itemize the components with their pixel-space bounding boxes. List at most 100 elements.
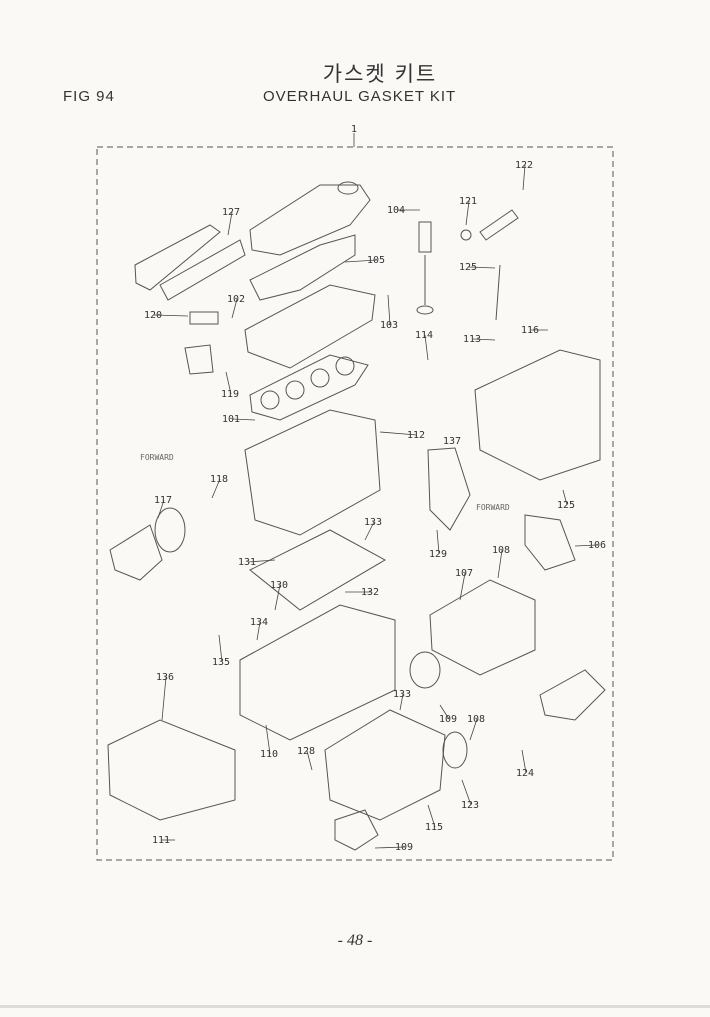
figure-number: FIG 94 — [63, 88, 115, 105]
part-label-102: 102 — [227, 294, 245, 305]
leader-line — [387, 294, 391, 326]
rear-plate-gasket — [524, 514, 576, 571]
cylinder-block-right — [474, 349, 601, 481]
part-label-107: 107 — [455, 568, 473, 579]
leader-line — [211, 478, 221, 499]
o-ring — [442, 731, 468, 769]
cylinder-block-left — [244, 409, 381, 536]
page-number: - 48 - — [337, 932, 373, 949]
part-label-101: 101 — [222, 414, 240, 425]
thermostat-housing — [184, 311, 219, 375]
leader-line — [574, 544, 599, 547]
part-label-123: 123 — [461, 800, 479, 811]
oil-pan-lower — [107, 719, 236, 821]
part-label-129: 129 — [429, 549, 447, 560]
part-label-111: 111 — [152, 835, 170, 846]
oil-pump-cover — [409, 651, 441, 689]
forward-label-left: FORWARD — [140, 453, 174, 462]
part-label-113: 113 — [463, 334, 481, 345]
valve — [416, 221, 434, 315]
injection-pipe — [495, 264, 501, 321]
part-label-112: 112 — [407, 430, 425, 441]
oil-pan-upper — [239, 604, 396, 741]
part-label-120: 120 — [144, 310, 162, 321]
leader-line — [274, 584, 281, 611]
part-label-110: 110 — [260, 749, 278, 760]
head-gasket — [249, 354, 369, 421]
part-label-133: 133 — [364, 517, 382, 528]
leader-line — [218, 634, 223, 663]
leader-line — [306, 750, 313, 771]
leader-line — [562, 489, 568, 506]
part-label-134: 134 — [250, 617, 268, 628]
part-label-117: 117 — [154, 495, 172, 506]
part-label-131: 131 — [238, 557, 256, 568]
part-label-104: 104 — [387, 205, 405, 216]
leader-line — [497, 549, 503, 579]
part-label-125: 125 — [459, 262, 477, 273]
leader-line — [364, 521, 375, 541]
part-label-109: 109 — [439, 714, 457, 725]
timing-gear-case — [429, 579, 536, 676]
leader-line — [379, 431, 418, 436]
leader-line — [157, 499, 165, 519]
part-label-124: 124 — [516, 768, 534, 779]
part-label-122: 122 — [515, 160, 533, 171]
leader-line — [436, 529, 440, 555]
leader-line — [231, 418, 256, 421]
assembly-label: 1 — [351, 124, 357, 135]
water-pump-gasket — [154, 507, 186, 553]
flywheel-housing-gasket — [427, 447, 471, 531]
forward-label-right: FORWARD — [476, 503, 510, 512]
part-label-130: 130 — [270, 580, 288, 591]
water-pump — [109, 524, 163, 581]
part-label-127: 127 — [222, 207, 240, 218]
part-label-108: 108 — [467, 714, 485, 725]
injection-pump — [539, 669, 606, 721]
part-label-136: 136 — [156, 672, 174, 683]
leader-line — [459, 572, 466, 601]
leader-line — [153, 314, 189, 317]
leader-line — [469, 718, 478, 741]
part-label-114: 114 — [415, 330, 433, 341]
leader-line — [521, 749, 527, 774]
leader-line — [468, 266, 496, 269]
leader-line — [472, 338, 496, 341]
head-gasket-bores — [260, 356, 355, 410]
part-label-132: 132 — [361, 587, 379, 598]
part-label-125: 125 — [557, 500, 575, 511]
part-label-109: 109 — [395, 842, 413, 853]
leader-line — [344, 259, 378, 263]
cylinder-head — [244, 284, 376, 369]
leader-line — [225, 371, 232, 395]
leader-line — [461, 779, 472, 806]
part-label-119: 119 — [221, 389, 239, 400]
part-label-135: 135 — [212, 657, 230, 668]
leader-line — [227, 211, 233, 236]
oil-filter-cover — [334, 809, 379, 851]
part-label-103: 103 — [380, 320, 398, 331]
leader-line — [465, 200, 470, 226]
part-label-115: 115 — [425, 822, 443, 833]
part-label-137: 137 — [443, 436, 461, 447]
part-label-105: 105 — [367, 255, 385, 266]
part-label-106: 106 — [588, 540, 606, 551]
leader-line — [522, 164, 526, 191]
part-label-118: 118 — [210, 474, 228, 485]
title-english: OVERHAUL GASKET KIT — [263, 88, 457, 105]
leader-line — [399, 693, 404, 711]
scan-edge — [0, 1005, 710, 1008]
rocker-cover-gasket — [249, 234, 356, 301]
leader-line — [231, 298, 238, 319]
leader-line — [424, 334, 429, 361]
exhaust-manifold — [134, 224, 246, 301]
injector — [460, 209, 519, 241]
part-label-121: 121 — [459, 196, 477, 207]
leader-line — [265, 724, 271, 755]
leader-line — [439, 704, 450, 720]
part-label-128: 128 — [297, 746, 315, 757]
oil-pan-gasket — [249, 529, 387, 611]
assembly-frame — [96, 146, 614, 861]
part-label-116: 116 — [521, 325, 539, 336]
